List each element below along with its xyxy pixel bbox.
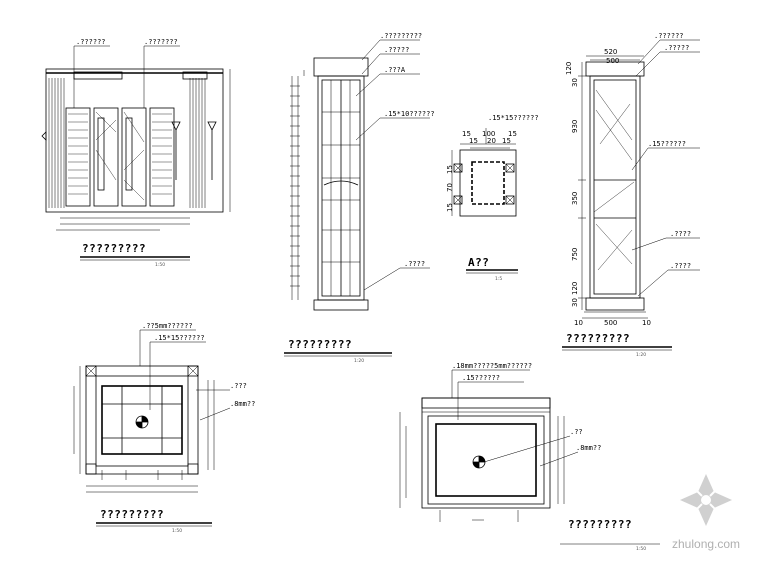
dim-label: 30 [571, 78, 579, 87]
dim-label: 520 [604, 48, 617, 56]
callout-label: .15?????? [462, 374, 500, 382]
coffer-grid [102, 386, 182, 454]
callout-label: .??5mm?????? [142, 322, 193, 330]
callout-label: .???? [670, 262, 691, 270]
view-scale: 1:50 [155, 262, 165, 268]
dim-label: 70 [446, 183, 454, 192]
dim-label: 500 [606, 57, 619, 65]
watermark-text: zhulong.com [672, 537, 740, 551]
dim-label: 100 [482, 130, 495, 138]
valance-right [182, 71, 208, 80]
callout-label: .??????? [144, 38, 178, 46]
watermark-logo [680, 474, 732, 526]
view-plan-2: .18mm?????5mm?????? .15?????? .?? .8mm??… [399, 362, 660, 552]
callout-label: .8mm?? [576, 444, 601, 452]
dim-label: 30 [571, 298, 579, 307]
view-title: ????????? [568, 518, 632, 531]
dim-label: 15 [462, 130, 471, 138]
callout-label: .15*10?????? [384, 110, 435, 118]
view-scale: 1:20 [636, 352, 646, 358]
callout-label: .18mm?????5mm?????? [452, 362, 532, 370]
callout-label: .????????? [380, 32, 422, 40]
view-title: A?? [468, 256, 489, 269]
cabinet-group [65, 107, 175, 207]
dim-label: 15 [502, 137, 511, 145]
dim-label: 120 [571, 282, 579, 295]
callout-label: .15?????? [648, 140, 686, 148]
callout-label: .15*15?????? [154, 334, 205, 342]
view-title: ????????? [82, 242, 146, 255]
curtain-right [189, 78, 206, 208]
dim-label: 15 [508, 130, 517, 138]
lamp-left [171, 121, 181, 180]
dim-label: 500 [604, 319, 617, 327]
callout-label: .?????? [76, 38, 106, 46]
view-scale: 1:50 [172, 528, 182, 534]
glass-hatching [593, 89, 635, 271]
callout-label: .??? [230, 382, 247, 390]
dim-label: 350 [571, 192, 579, 205]
curtain-left [48, 78, 65, 208]
dim-label: 15 [446, 203, 454, 212]
view-side-elevation: 120 30 930 350 750 120 30 520 500 10 500… [562, 32, 700, 358]
dimension-ticks [290, 85, 300, 287]
dim-label: 750 [571, 248, 579, 261]
view-scale: 1:50 [636, 546, 646, 552]
callout-label: .?????? [654, 32, 684, 40]
shelf-lines [322, 80, 360, 296]
dim-label: 120 [565, 62, 573, 75]
dim-label: 10 [642, 319, 651, 327]
callout-label: .????? [664, 44, 689, 52]
view-title: ????????? [566, 332, 630, 345]
callout-label: .?? [570, 428, 583, 436]
dim-label: 15 [446, 165, 454, 174]
callout-label: .???A [384, 66, 406, 74]
dim-label: 10 [574, 319, 583, 327]
view-front-elevation: .?????? .??????? ????????? 1:50 [41, 38, 231, 268]
lamp-right [207, 121, 217, 180]
view-title: ????????? [288, 338, 352, 351]
dim-label: 20 [487, 137, 496, 145]
callout-label: .????? [384, 46, 409, 54]
callout-label: .8mm?? [230, 400, 255, 408]
callout-label: .15*15?????? [488, 114, 539, 122]
view-title: ????????? [100, 508, 164, 521]
dim-label: 930 [571, 120, 579, 133]
view-cabinet-elevation: .????????? .????? .???A .15*10?????? .??… [284, 32, 435, 364]
dim-label: 15 [469, 137, 478, 145]
view-scale: 1:5 [495, 276, 502, 282]
callout-label: .???? [670, 230, 691, 238]
view-plan-1: .??5mm?????? .15*15?????? .??? .8mm?? ??… [73, 322, 255, 534]
view-detail-a: 15 15 100 15 20 15 15 70 15 .15*15??????… [446, 114, 539, 282]
callout-label: .???? [404, 260, 425, 268]
view-scale: 1:20 [354, 358, 364, 364]
